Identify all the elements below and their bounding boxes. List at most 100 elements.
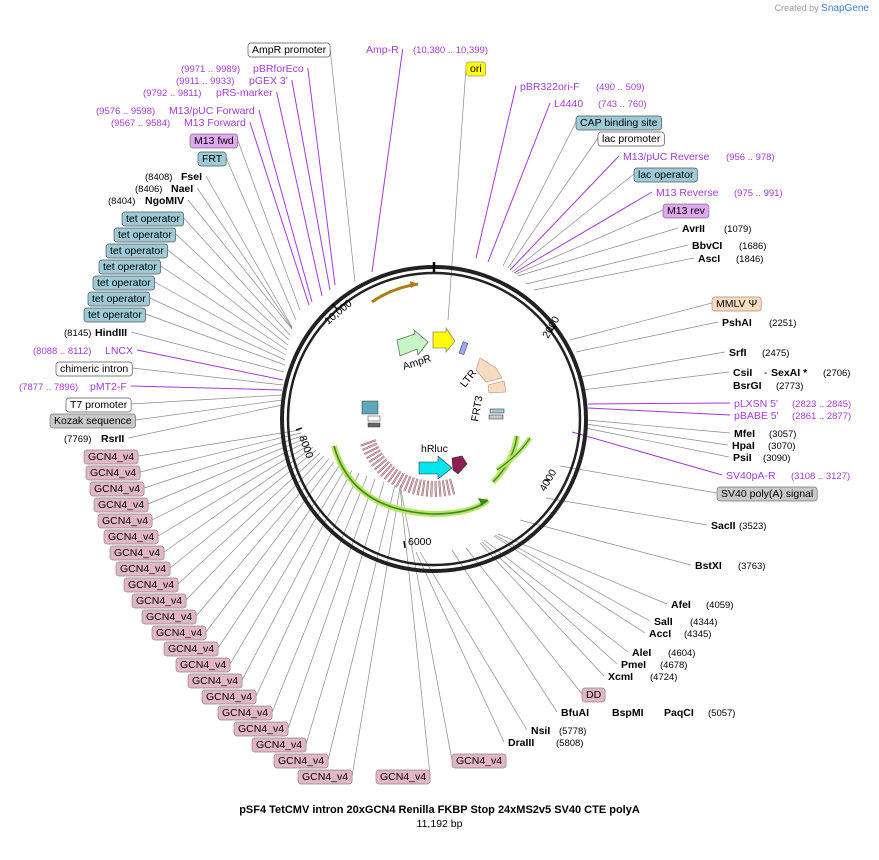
feature-bspmi-123[interactable]: BspMI: [612, 707, 644, 719]
feature-2706-89[interactable]: (2706): [823, 368, 850, 379]
feature-4059-110[interactable]: (4059): [706, 600, 733, 611]
feature-naei-19[interactable]: NaeI: [171, 183, 193, 195]
feature-gcn4-v4-58[interactable]: GCN4_v4: [251, 737, 307, 753]
feature-gcn4-v4-51[interactable]: GCN4_v4: [151, 625, 207, 641]
feature-tet-operator-23[interactable]: tet operator: [113, 227, 177, 243]
feature-ampr-promoter-0[interactable]: AmpR promoter: [247, 42, 331, 58]
feature-3070-99[interactable]: (3070): [768, 441, 795, 452]
feature-956-978-70[interactable]: (956 .. 978): [726, 152, 775, 163]
feature-pmei-117[interactable]: PmeI: [621, 659, 646, 671]
feature-gcn4-v4-49[interactable]: GCN4_v4: [131, 593, 187, 609]
feature-kozak-sequence-37[interactable]: Kozak sequence: [49, 413, 136, 429]
feature-gcn4-v4-57[interactable]: GCN4_v4: [233, 721, 289, 737]
feature-2475-85[interactable]: (2475): [762, 348, 789, 359]
feature-lac-operator-71[interactable]: lac operator: [633, 167, 698, 183]
feature-tet-operator-26[interactable]: tet operator: [92, 275, 156, 291]
feature-sv40-poly-a-signal-104[interactable]: SV40 poly(A) signal: [716, 486, 818, 502]
feature-gcn4-v4-45[interactable]: GCN4_v4: [103, 529, 159, 545]
feature-975-991-73[interactable]: (975 .. 991): [734, 188, 783, 199]
feature-bfuai-122[interactable]: BfuAI: [561, 707, 589, 719]
feature-csii-86[interactable]: CsiI: [733, 367, 752, 379]
feature-10-380-10-399-2[interactable]: (10,380 .. 10,399): [413, 45, 488, 56]
feature-3090-101[interactable]: (3090): [763, 453, 790, 464]
feature-gcn4-v4-60[interactable]: GCN4_v4: [297, 769, 353, 785]
feature-paqci-124[interactable]: PaqCI: [664, 707, 694, 719]
feature-743-760-66[interactable]: (743 .. 760): [598, 99, 647, 110]
feature-srfi-84[interactable]: SrfI: [729, 347, 747, 359]
feature-4724-120[interactable]: (4724): [650, 672, 677, 683]
feature-sv40pa-r-102[interactable]: SV40pA-R: [726, 470, 776, 482]
feature-gcn4-v4-44[interactable]: GCN4_v4: [97, 513, 153, 529]
feature-3057-97[interactable]: (3057): [769, 429, 796, 440]
feature-bbvci-77[interactable]: BbvCI: [692, 240, 722, 252]
feature-tet-operator-24[interactable]: tet operator: [105, 243, 169, 259]
feature-m13-puc-forward-11[interactable]: M13/pUC Forward: [169, 105, 255, 117]
feature-tet-operator-28[interactable]: tet operator: [83, 307, 147, 323]
feature-5057-125[interactable]: (5057): [708, 708, 735, 719]
feature-8145-29[interactable]: (8145): [64, 328, 91, 339]
feature-mmlv-81[interactable]: MMLV Ψ: [711, 296, 762, 312]
feature-7769-38[interactable]: (7769): [64, 434, 91, 445]
feature-pmt2-f-35[interactable]: pMT2-F: [90, 381, 127, 393]
feature-pshai-82[interactable]: PshAI: [722, 317, 752, 329]
feature-1686-78[interactable]: (1686): [739, 241, 766, 252]
feature-gcn4-v4-53[interactable]: GCN4_v4: [175, 657, 231, 673]
feature-9971-9989-4[interactable]: (9971 .. 9989): [181, 64, 240, 75]
feature-sacii-105[interactable]: SacII: [711, 520, 736, 532]
feature-t7-promoter-36[interactable]: T7 promoter: [65, 397, 132, 413]
feature-avrii-75[interactable]: AvrII: [682, 223, 705, 235]
feature-amp-r-1[interactable]: Amp-R: [366, 44, 399, 56]
feature-lncx-32[interactable]: LNCX: [105, 345, 133, 357]
feature-hindiii-30[interactable]: HindIII: [95, 327, 127, 339]
feature-m13-rev-74[interactable]: M13 rev: [662, 203, 710, 219]
feature-hpai-98[interactable]: HpaI: [732, 440, 755, 452]
feature-3108-3127-103[interactable]: (3108 .. 3127): [791, 471, 850, 482]
feature-afei-109[interactable]: AfeI: [671, 599, 691, 611]
feature--87[interactable]: -: [764, 367, 768, 379]
feature-gcn4-v4-56[interactable]: GCN4_v4: [217, 705, 273, 721]
feature-mfei-96[interactable]: MfeI: [734, 428, 755, 440]
feature-acci-113[interactable]: AccI: [649, 628, 671, 640]
feature-chimeric-intron-33[interactable]: chimeric intron: [55, 361, 133, 377]
feature-fsei-17[interactable]: FseI: [181, 171, 202, 183]
feature-gcn4-v4-52[interactable]: GCN4_v4: [163, 641, 219, 657]
feature-nsii-126[interactable]: NsiI: [531, 725, 550, 737]
feature-ori-3[interactable]: ori: [465, 61, 487, 77]
feature-pbabe-5-94[interactable]: pBABE 5': [734, 410, 779, 422]
feature-4678-118[interactable]: (4678): [660, 660, 687, 671]
feature-alei-115[interactable]: AleI: [632, 647, 651, 659]
feature-9576-9598-10[interactable]: (9576 .. 9598): [96, 106, 155, 117]
feature-tet-operator-27[interactable]: tet operator: [87, 291, 151, 307]
feature-2251-83[interactable]: (2251): [769, 318, 796, 329]
feature-gcn4-v4-48[interactable]: GCN4_v4: [123, 577, 179, 593]
feature-frt-15[interactable]: FRT: [197, 151, 227, 167]
feature-8406-18[interactable]: (8406): [135, 184, 162, 195]
feature-psii-100[interactable]: PsiI: [733, 452, 752, 464]
feature-gcn4-v4-42[interactable]: GCN4_v4: [89, 481, 145, 497]
feature-9792-9811-8[interactable]: (9792 .. 9811): [143, 88, 201, 99]
feature-gcn4-v4-47[interactable]: GCN4_v4: [115, 561, 171, 577]
feature-bsrgi-90[interactable]: BsrGI: [733, 380, 762, 392]
feature-gcn4-v4-59[interactable]: GCN4_v4: [273, 753, 329, 769]
feature-prs-marker-9[interactable]: pRS-marker: [216, 87, 273, 99]
feature-asci-79[interactable]: AscI: [698, 253, 720, 265]
feature-m13-reverse-72[interactable]: M13 Reverse: [656, 187, 719, 199]
feature-2773-91[interactable]: (2773): [776, 381, 803, 392]
feature-pgex-3-7[interactable]: pGEX 3': [249, 75, 288, 87]
feature-gcn4-v4-41[interactable]: GCN4_v4: [85, 465, 141, 481]
feature-gcn4-v4-46[interactable]: GCN4_v4: [109, 545, 165, 561]
feature-l4440-65[interactable]: L4440: [554, 98, 583, 110]
feature-7877-7896-34[interactable]: (7877 .. 7896): [19, 382, 78, 393]
feature-1846-80[interactable]: (1846): [736, 254, 763, 265]
feature-5778-127[interactable]: (5778): [559, 726, 586, 737]
feature-sexai-88[interactable]: SexAI *: [771, 367, 808, 379]
feature-1079-76[interactable]: (1079): [724, 224, 751, 235]
feature-4344-112[interactable]: (4344): [690, 617, 717, 628]
feature-dd-121[interactable]: DD: [581, 687, 606, 703]
feature-m13-fwd-14[interactable]: M13 fwd: [189, 133, 239, 149]
feature-pbr322ori-f-63[interactable]: pBR322ori-F: [520, 81, 580, 93]
feature-gcn4-v4-43[interactable]: GCN4_v4: [93, 497, 149, 513]
feature-gcn4-v4-54[interactable]: GCN4_v4: [187, 673, 243, 689]
feature-490-509-64[interactable]: (490 .. 509): [596, 82, 645, 93]
feature-gcn4-v4-61[interactable]: GCN4_v4: [375, 769, 431, 785]
